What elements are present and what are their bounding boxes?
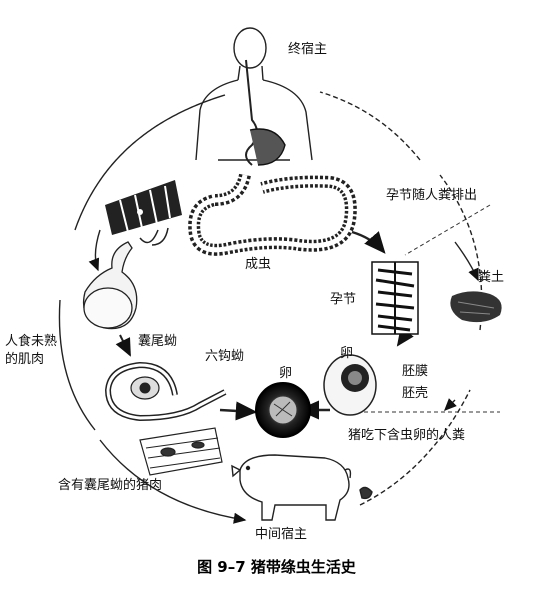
label-hexacanth: 六钩蚴	[205, 349, 245, 364]
pig-figure	[231, 454, 373, 521]
adult-worm-intestine	[139, 173, 357, 256]
connector-lines	[350, 204, 500, 413]
label-embryonic-membrane: 胚膜	[402, 364, 429, 379]
label-intermediate-host: 中间宿主	[255, 527, 308, 542]
figure-caption: 图 9–7 猪带绦虫生活史	[197, 558, 356, 576]
scolex-cluster	[105, 180, 182, 235]
hexacanth-egg	[255, 382, 311, 438]
label-egg-left: 卵	[279, 366, 293, 381]
feces-soil-figure	[450, 291, 502, 323]
label-adult-worm: 成虫	[245, 257, 272, 272]
label-pig-eats: 猪吃下含虫卵的人粪	[348, 428, 466, 443]
label-human-eats-2: 的肌肉	[5, 352, 45, 367]
label-egg-right: 卵	[340, 346, 354, 361]
egg-with-shell	[323, 354, 377, 416]
cysticercus-flask	[82, 241, 138, 330]
label-human-eats-1: 人食未熟	[5, 334, 58, 349]
cycle-arrows	[58, 91, 483, 524]
proglottid-figure	[371, 261, 419, 335]
label-feces-soil: 粪土	[478, 270, 505, 285]
label-definitive-host: 终宿主	[288, 42, 328, 57]
infected-pork-figure	[139, 427, 223, 476]
label-proglottid: 孕节	[330, 292, 357, 307]
label-cysticercus: 囊尾蚴	[138, 334, 178, 349]
cysticercus-coil	[104, 361, 227, 422]
human-host-figure	[195, 27, 313, 166]
label-infected-pork: 含有囊尾蚴的猪肉	[58, 478, 163, 493]
label-embryophore: 胚壳	[402, 386, 429, 401]
label-proglottid-out: 孕节随人粪排出	[386, 188, 478, 203]
